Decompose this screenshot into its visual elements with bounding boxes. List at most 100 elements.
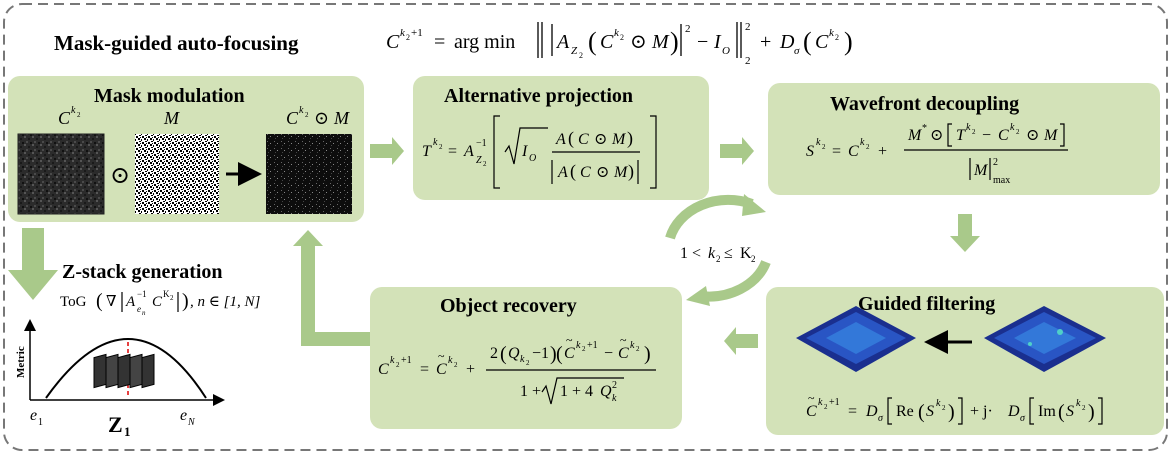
gf-D2-sub: σ: [1020, 413, 1026, 424]
svg-text:(: (: [803, 27, 812, 56]
plot-ylabel: Metric: [15, 346, 27, 378]
or-Ct-k: k: [448, 355, 453, 366]
arrow-wd-to-gf: [950, 214, 980, 252]
top-A: A: [555, 31, 570, 53]
mask-image: [135, 134, 219, 214]
wd-odot: ⊙: [930, 127, 943, 144]
wavefront-box: [768, 83, 1160, 195]
cycle-k: k: [708, 245, 716, 262]
gf-D2: D: [1007, 403, 1020, 420]
top-minus: −: [697, 31, 708, 53]
main-title: Mask-guided auto-focusing: [54, 31, 299, 55]
c-image: [18, 134, 104, 214]
plot-eN-sub: N: [187, 417, 196, 428]
ap-Z-sub: 2: [483, 160, 487, 168]
svg-text:~: ~: [438, 349, 445, 363]
gf-C: C: [806, 403, 817, 420]
wd-odot2: ⊙: [1026, 127, 1039, 144]
top-odot: ⊙: [630, 31, 647, 53]
ap-num-C: C: [578, 131, 589, 148]
wd-C2: C: [998, 127, 1009, 144]
mm-c-sup: k: [71, 105, 76, 116]
wd-S: S: [806, 143, 814, 160]
svg-text:): ): [948, 401, 955, 423]
mm-result-c: C: [286, 108, 299, 128]
zs-C-sup: K: [163, 289, 170, 299]
gf-S: S: [926, 403, 934, 420]
or-num-Ct2-k-sub: 2: [636, 345, 640, 353]
cycle-k-sub: 2: [716, 254, 721, 264]
svg-text:~: ~: [566, 333, 573, 347]
svg-text:~: ~: [808, 391, 815, 405]
mm-result-sup: k: [299, 105, 304, 116]
mask-modulation-title: Mask modulation: [94, 85, 245, 107]
wd-k-sub: 2: [822, 143, 826, 151]
wd-T-k: k: [966, 122, 971, 133]
zs-A: A: [125, 294, 136, 310]
ap-T: T: [422, 143, 432, 160]
ap-k-sub: 2: [439, 143, 443, 151]
gf-k-sub: 2: [824, 403, 828, 411]
top-C2-sup: k: [829, 27, 835, 39]
svg-text:): ): [182, 290, 189, 312]
ap-sqrt-I: I: [521, 143, 528, 160]
or-k-sub: 2: [396, 361, 400, 369]
or-Q-k-sub: 2: [526, 359, 530, 367]
wd-C: C: [848, 143, 859, 160]
object-recovery-box: [370, 287, 682, 429]
top-lhs-sub: k: [400, 27, 406, 39]
or-minus1: −1: [532, 345, 549, 362]
svg-text:(: (: [918, 401, 925, 423]
svg-text:): ): [670, 27, 679, 56]
gf-S-k-sub: 2: [942, 404, 946, 412]
zstack-frames: [93, 353, 155, 389]
wd-k: k: [816, 137, 821, 148]
cycle-lhs: 1 <: [680, 245, 701, 262]
gf-Im: Im: [1038, 403, 1056, 420]
mm-result-supsub: 2: [305, 111, 309, 119]
wd-C2-k: k: [1010, 122, 1015, 133]
top-C2: C: [815, 31, 829, 53]
ap-Z: Z: [476, 155, 482, 166]
wd-den-sub: max: [993, 175, 1010, 186]
or-num-minus: −: [604, 345, 613, 362]
or-den-Q-sup: 2: [612, 380, 617, 391]
top-formula: C k 2 +1 = arg min A Z 2 ( C k 2 ⊙ M ) 2…: [386, 21, 853, 67]
ap-num-M: M: [611, 131, 627, 148]
top-norm-sup: 2: [745, 21, 751, 33]
surface-right: [984, 306, 1106, 372]
or-den-Q: Q: [600, 383, 612, 400]
svg-text:): ): [844, 27, 853, 56]
ap-den-M: M: [613, 164, 629, 181]
svg-text:(: (: [568, 128, 574, 149]
zs-nabla: ∇: [106, 294, 116, 310]
arrow-gf-to-or: [724, 327, 758, 355]
focus-metric-plot: Metric e 1 e N Z 1: [15, 319, 225, 439]
svg-text:~: ~: [620, 333, 627, 347]
focus-curve: [45, 338, 207, 399]
or-num-Ct2: C: [618, 345, 629, 362]
mm-m-label: M: [163, 108, 180, 128]
gf-S-k: k: [936, 398, 941, 409]
zs-e-sub: n: [142, 309, 146, 317]
top-A-sub: Z: [571, 45, 578, 57]
wd-T: T: [956, 127, 966, 144]
odot-operator: ⊙: [110, 163, 130, 189]
gf-D: D: [865, 403, 878, 420]
ap-eq: =: [448, 143, 457, 160]
gf-S2-k-sub: 2: [1082, 404, 1086, 412]
or-num-k: k: [576, 340, 581, 351]
wd-Mstar: M: [907, 127, 923, 144]
wd-C-k: k: [860, 137, 865, 148]
wavefront-title: Wavefront decoupling: [830, 93, 1019, 115]
cycle-indicator: 1 < k 2 ≤ K 2: [665, 194, 771, 306]
zs-A-sup: −1: [137, 289, 147, 299]
plot-e1-sub: 1: [38, 417, 43, 428]
mm-c-label: C: [58, 108, 71, 128]
ap-num-A: A: [555, 131, 566, 148]
top-I-sub: O: [722, 45, 730, 57]
svg-text:(: (: [570, 161, 576, 182]
top-lhs: C: [386, 31, 400, 53]
wd-den-sup: 2: [993, 157, 998, 168]
